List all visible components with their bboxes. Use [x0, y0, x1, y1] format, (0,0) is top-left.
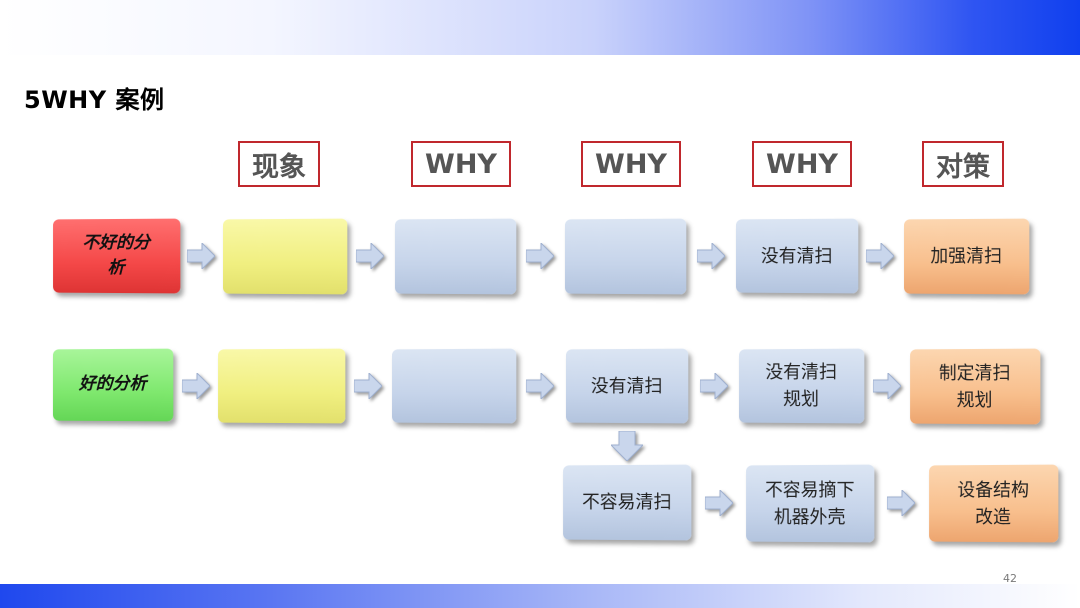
- good-countermeasure-box: 制定清扫 规划: [910, 348, 1041, 425]
- label-bad-analysis: 不好的分 析: [53, 218, 181, 294]
- branch-countermeasure-box: 设备结构 改造: [929, 464, 1059, 543]
- bad-countermeasure-box: 加强清扫: [904, 218, 1030, 295]
- arrow-right-icon: [354, 373, 382, 399]
- slide-title: 5WHY 案例: [24, 86, 165, 114]
- bad-why-1-box: [394, 218, 517, 295]
- arrow-right-icon: [700, 373, 728, 399]
- good-why-1-box: [392, 348, 517, 424]
- arrow-right-icon: [182, 373, 210, 399]
- label-good-analysis: 好的分析: [52, 348, 174, 422]
- bad-why-3-box: 没有清扫: [735, 218, 859, 294]
- good-why-2-box: 没有清扫: [565, 348, 689, 424]
- header-phenomenon: 现象: [238, 141, 320, 187]
- arrow-right-icon: [697, 243, 725, 269]
- page-number: 42: [1003, 572, 1017, 585]
- header-why-1: WHY: [411, 141, 511, 187]
- good-phenomenon-box: [218, 348, 346, 424]
- arrow-right-icon: [887, 490, 915, 516]
- arrow-right-icon: [356, 243, 384, 269]
- arrow-right-icon: [873, 373, 901, 399]
- arrow-right-icon: [705, 490, 733, 516]
- arrow-down-icon: [611, 431, 643, 461]
- branch-why-2-box: 不容易摘下 机器外壳: [746, 464, 875, 543]
- header-countermeasure: 对策: [922, 141, 1004, 187]
- bottom-gradient-band: [0, 584, 1080, 608]
- header-why-2: WHY: [581, 141, 681, 187]
- arrow-right-icon: [866, 243, 894, 269]
- top-gradient-band: [0, 0, 1080, 55]
- arrow-right-icon: [187, 243, 215, 269]
- header-why-3: WHY: [752, 141, 852, 187]
- bad-phenomenon-box: [223, 218, 348, 295]
- good-why-3-box: 没有清扫 规划: [739, 348, 865, 424]
- arrow-right-icon: [526, 373, 554, 399]
- arrow-right-icon: [526, 243, 554, 269]
- branch-why-1-box: 不容易清扫: [563, 464, 692, 541]
- bad-why-2-box: [564, 218, 687, 295]
